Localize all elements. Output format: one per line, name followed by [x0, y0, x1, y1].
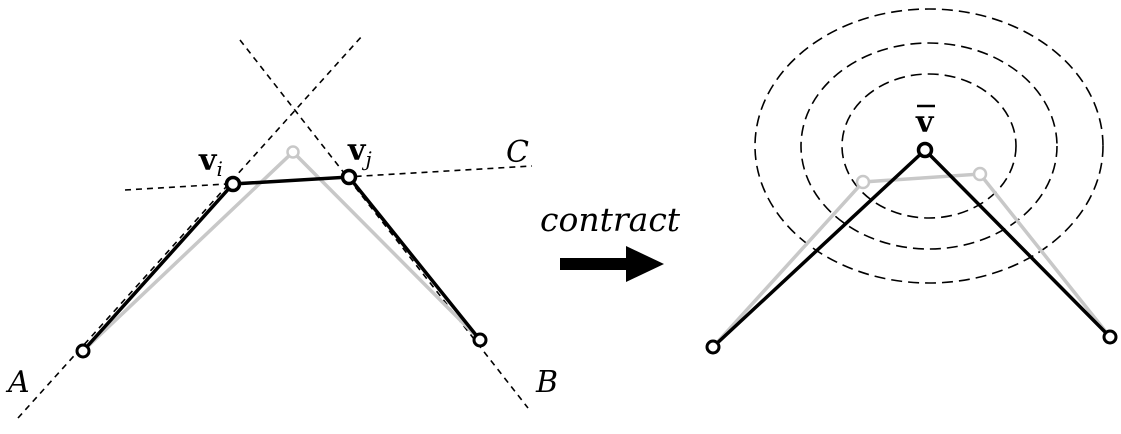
label-c: C [506, 135, 529, 170]
operation-indicator: contract [540, 200, 681, 282]
endpoint-left-vertex [705, 339, 721, 355]
previous-polyline [711, 172, 1112, 349]
original-apex-vertex [286, 145, 300, 159]
plane-line-a [17, 35, 363, 419]
label-b: B [535, 365, 558, 400]
endpoint-right-vertex [1102, 329, 1118, 345]
error-contour-ellipse [754, 8, 1104, 284]
merged-vertex [916, 141, 934, 159]
label-vertex-i: vi [198, 143, 223, 181]
error-contour-ellipse [800, 42, 1058, 250]
edge-polyline [81, 175, 482, 353]
error-contour-ellipse [841, 73, 1017, 219]
svg-text:v: v [915, 105, 935, 140]
previous-vertex-i [855, 174, 871, 190]
label-vertex-j: vj [347, 133, 372, 171]
endpoint-left-vertex [75, 343, 91, 359]
arrow-right-icon [560, 246, 664, 282]
plane-line-b [239, 39, 529, 409]
label-a: A [5, 365, 30, 400]
vertex-i [224, 175, 242, 193]
before-panel: A B C vi vj [5, 35, 558, 419]
vertex-j [340, 168, 358, 186]
previous-vertex-j [972, 166, 988, 182]
after-panel: v [705, 8, 1118, 355]
operation-label: contract [540, 200, 681, 239]
label-merged-vertex: v [915, 104, 935, 140]
endpoint-right-vertex [472, 332, 488, 348]
